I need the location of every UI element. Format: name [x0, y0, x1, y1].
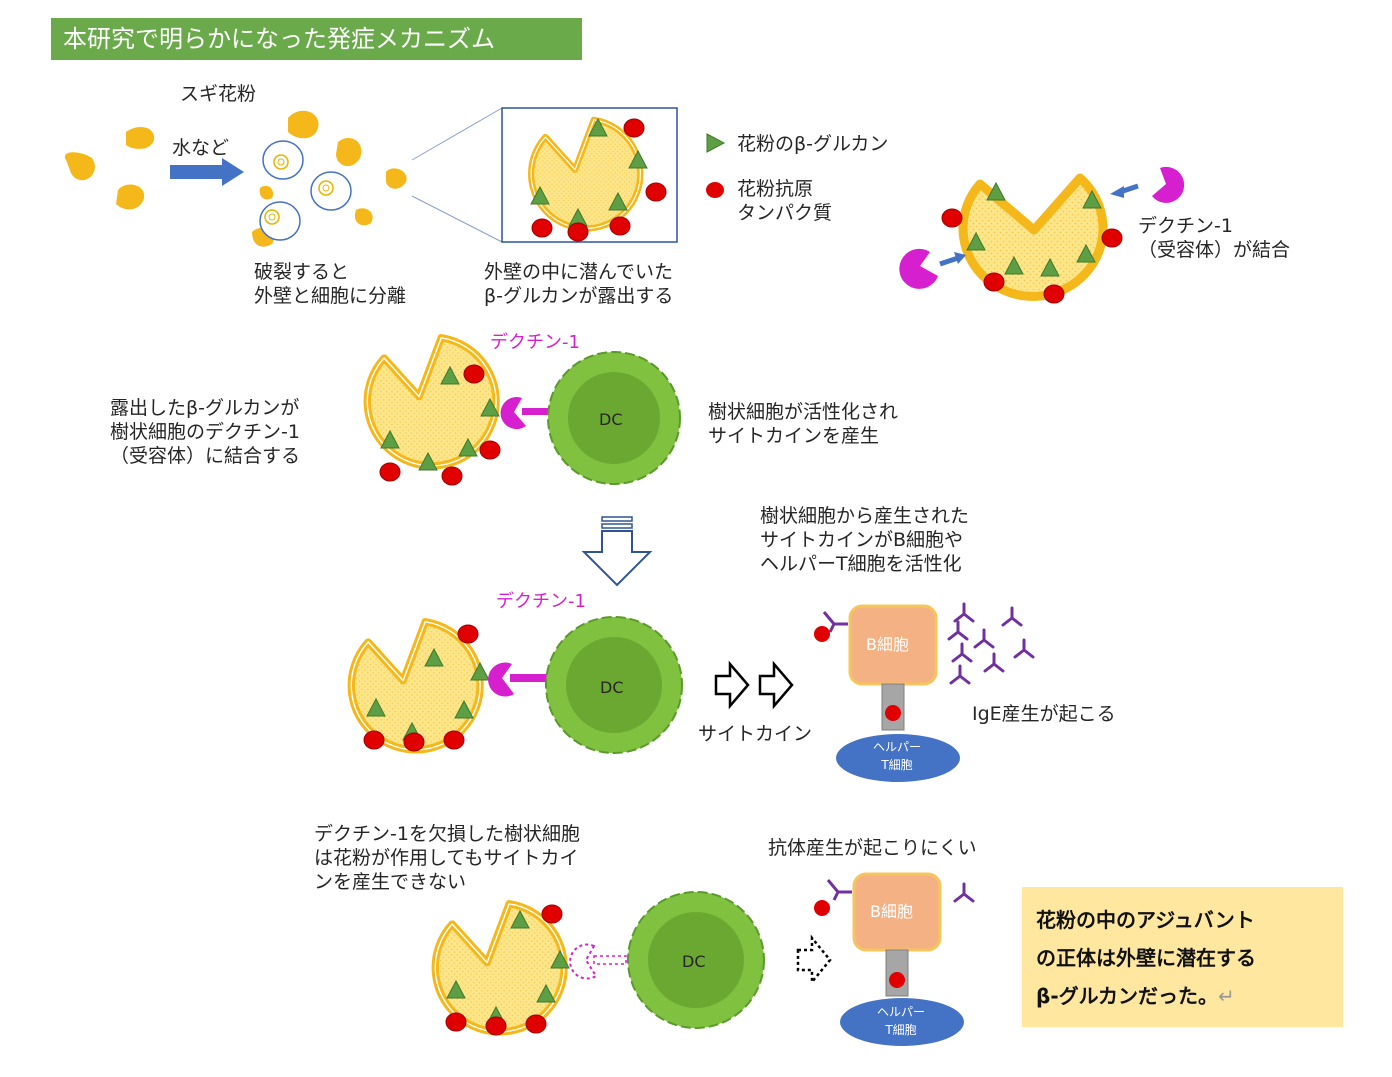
b-cell-1	[814, 604, 960, 782]
legend-glucan-icon	[706, 133, 726, 153]
helper-t-label-2: ヘルパー T細胞	[876, 1005, 925, 1037]
legend-glucan-label: 花粉のβ-グルカン	[737, 133, 889, 155]
burst-pollen	[252, 110, 407, 247]
label-cytokine: サイトカイン	[698, 723, 813, 745]
dectin-1-receptor-2	[488, 662, 552, 697]
dc-label-2: DC	[600, 678, 624, 697]
water-arrow	[170, 158, 244, 186]
b-cell-label-1: B細胞	[866, 635, 909, 654]
page-title: 本研究で明らかになった発症メカニズム	[51, 18, 582, 60]
label-deficient: デクチン-1を欠損した樹状細胞 は花粉が作用してもサイトカイ ンを産生できない	[314, 823, 580, 893]
label-binding-desc: 露出したβ-グルカンが 樹状細胞のデクチン-1 （受容体）に結合する	[110, 397, 301, 467]
ige-antibodies	[947, 602, 1035, 685]
shell-dectin-binding	[899, 166, 1185, 304]
label-water-etc: 水など	[172, 137, 230, 159]
dc-label-1: DC	[599, 410, 623, 429]
zoomed-pollen	[531, 120, 640, 229]
dendritic-cell-3	[627, 891, 765, 1029]
legend-antigen-label: 花粉抗原 タンパク質	[737, 178, 833, 224]
pollen-grains-intact	[64, 126, 155, 210]
label-burst: 破裂すると 外壁と細胞に分離	[254, 261, 407, 307]
dendritic-cell-2	[545, 616, 683, 754]
helper-t-label-1: ヘルパー T細胞	[872, 740, 921, 772]
conclusion-text: 花粉の中のアジュバント の正体は外壁に潜在する β-グルカンだった。	[1036, 908, 1256, 1008]
label-cytokine-activates: 樹状細胞から産生された サイトカインがB細胞や ヘルパーT細胞を活性化	[760, 505, 970, 575]
label-antibody-hard: 抗体産生が起こりにくい	[768, 837, 977, 859]
dendritic-cell-1	[547, 351, 681, 485]
b-cell-label-2: B細胞	[870, 902, 913, 921]
label-exposed: 外壁の中に潜んでいた β-グルカンが露出する	[484, 261, 674, 307]
label-dectin-binding: デクチン-1 （受容体）が結合	[1138, 215, 1291, 261]
b-cell-2	[814, 872, 975, 1046]
dc-label-3: DC	[682, 952, 706, 971]
legend	[706, 133, 726, 198]
conclusion-box: 花粉の中のアジュバント の正体は外壁に潜在する β-グルカンだった。↵	[1022, 887, 1343, 1027]
missing-dectin-outline	[569, 943, 627, 980]
down-arrow	[581, 516, 653, 587]
label-ige: IgE産生が起こる	[972, 703, 1116, 725]
label-dectin-1-b: デクチン-1	[496, 591, 586, 612]
return-mark-icon: ↵	[1218, 984, 1235, 1008]
dectin-1-receptor-1	[500, 397, 548, 430]
label-dc-activated: 樹状細胞が活性化され サイトカインを産生	[708, 401, 899, 447]
label-sugi-pollen: スギ花粉	[180, 83, 257, 105]
cytokine-arrows	[714, 660, 794, 710]
dotted-arrow	[796, 934, 832, 986]
legend-antigen-icon	[706, 182, 724, 198]
label-dectin-1-a: デクチン-1	[490, 332, 580, 353]
